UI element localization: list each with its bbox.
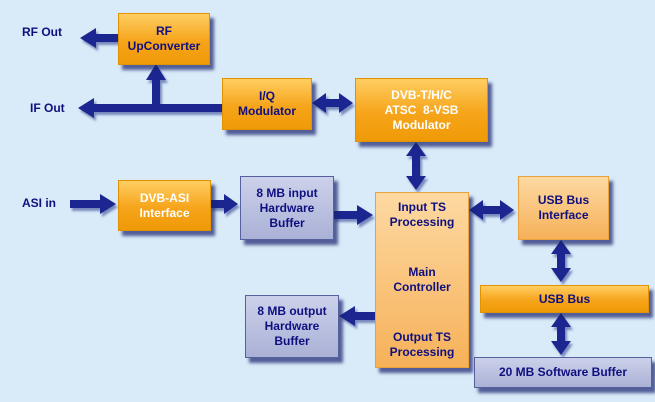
block-rf-upconverter: RF UpConverter (118, 13, 210, 65)
block-text-line: 20 MB Software Buffer (498, 365, 628, 379)
block-text-line: Buffer (269, 215, 305, 230)
arrow-if-out (78, 98, 222, 118)
block-text-line: Main (408, 265, 436, 279)
arrow-maincontroller-to-outputbuffer (339, 306, 375, 326)
block-text-line: Processing (389, 215, 455, 229)
block-text-line: Buffer (274, 334, 310, 348)
block-output-hardware-buffer: 8 MB output Hardware Buffer (245, 295, 339, 358)
main-controller-input-ts: Input TS Processing (390, 200, 455, 230)
block-iq-modulator: I/Q Modulator (222, 78, 312, 130)
block-text-line: ATSC 8-VSB (384, 102, 459, 117)
block-usb-bus: USB Bus (480, 285, 649, 313)
block-text-line: RF (156, 24, 172, 38)
block-dvb-modulator: DVB-T/H/C ATSC 8-VSB Modulator (355, 78, 488, 142)
arrow-rf-out (80, 28, 118, 48)
block-text-line: USB Bus (538, 291, 591, 306)
block-text-line: Processing (389, 345, 455, 359)
block-text-line: DVB-T/H/C (391, 87, 452, 102)
block-text-line: Hardware (259, 200, 315, 215)
block-text-line: Interface (538, 208, 589, 222)
main-controller-output-ts: Output TS Processing (390, 330, 455, 360)
arrow-iq-to-upconverter (146, 64, 166, 112)
arrow-inputbuffer-to-maincontroller (333, 205, 373, 225)
block-text-line: DVB-ASI (139, 190, 190, 205)
block-text-line: 8 MB output (257, 304, 327, 318)
block-dvb-asi-interface: DVB-ASI Interface (118, 180, 211, 231)
block-text-line: UpConverter (127, 39, 201, 53)
label-if-out: IF Out (30, 101, 65, 115)
block-text-line: Hardware (264, 319, 320, 333)
block-software-buffer: 20 MB Software Buffer (474, 357, 652, 388)
arrow-usbbus-softwarebuffer-bidirectional (551, 313, 571, 355)
arrow-asi-in (70, 194, 116, 214)
main-controller-core: Main Controller (393, 265, 450, 295)
arrow-iq-dvb-bidirectional (312, 93, 353, 113)
arrow-asi-to-inputbuffer (210, 194, 238, 214)
block-text-line: I/Q (258, 89, 275, 103)
block-main-controller: Input TS Processing Main Controller Outp… (375, 192, 469, 368)
arrow-maincontroller-usbinterface-bidirectional (469, 200, 514, 220)
block-text-line: Interface (139, 205, 190, 220)
block-text-line: Output TS (393, 330, 451, 344)
label-asi-in: ASI in (22, 196, 57, 210)
arrow-dvb-maincontroller-bidirectional (406, 142, 426, 190)
label-rf-out: RF Out (22, 25, 62, 39)
block-text-line: Modulator (238, 104, 296, 118)
block-usb-bus-interface: USB Bus Interface (518, 176, 609, 240)
block-text-line: Controller (393, 280, 451, 294)
block-text-line: 8 MB input (256, 185, 318, 200)
block-input-hardware-buffer: 8 MB input Hardware Buffer (240, 176, 334, 240)
arrow-usbinterface-usbbus-bidirectional (551, 240, 571, 282)
block-text-line: USB Bus (537, 193, 590, 207)
block-text-line: Modulator (392, 117, 451, 132)
block-text-line: Input TS (397, 200, 446, 214)
